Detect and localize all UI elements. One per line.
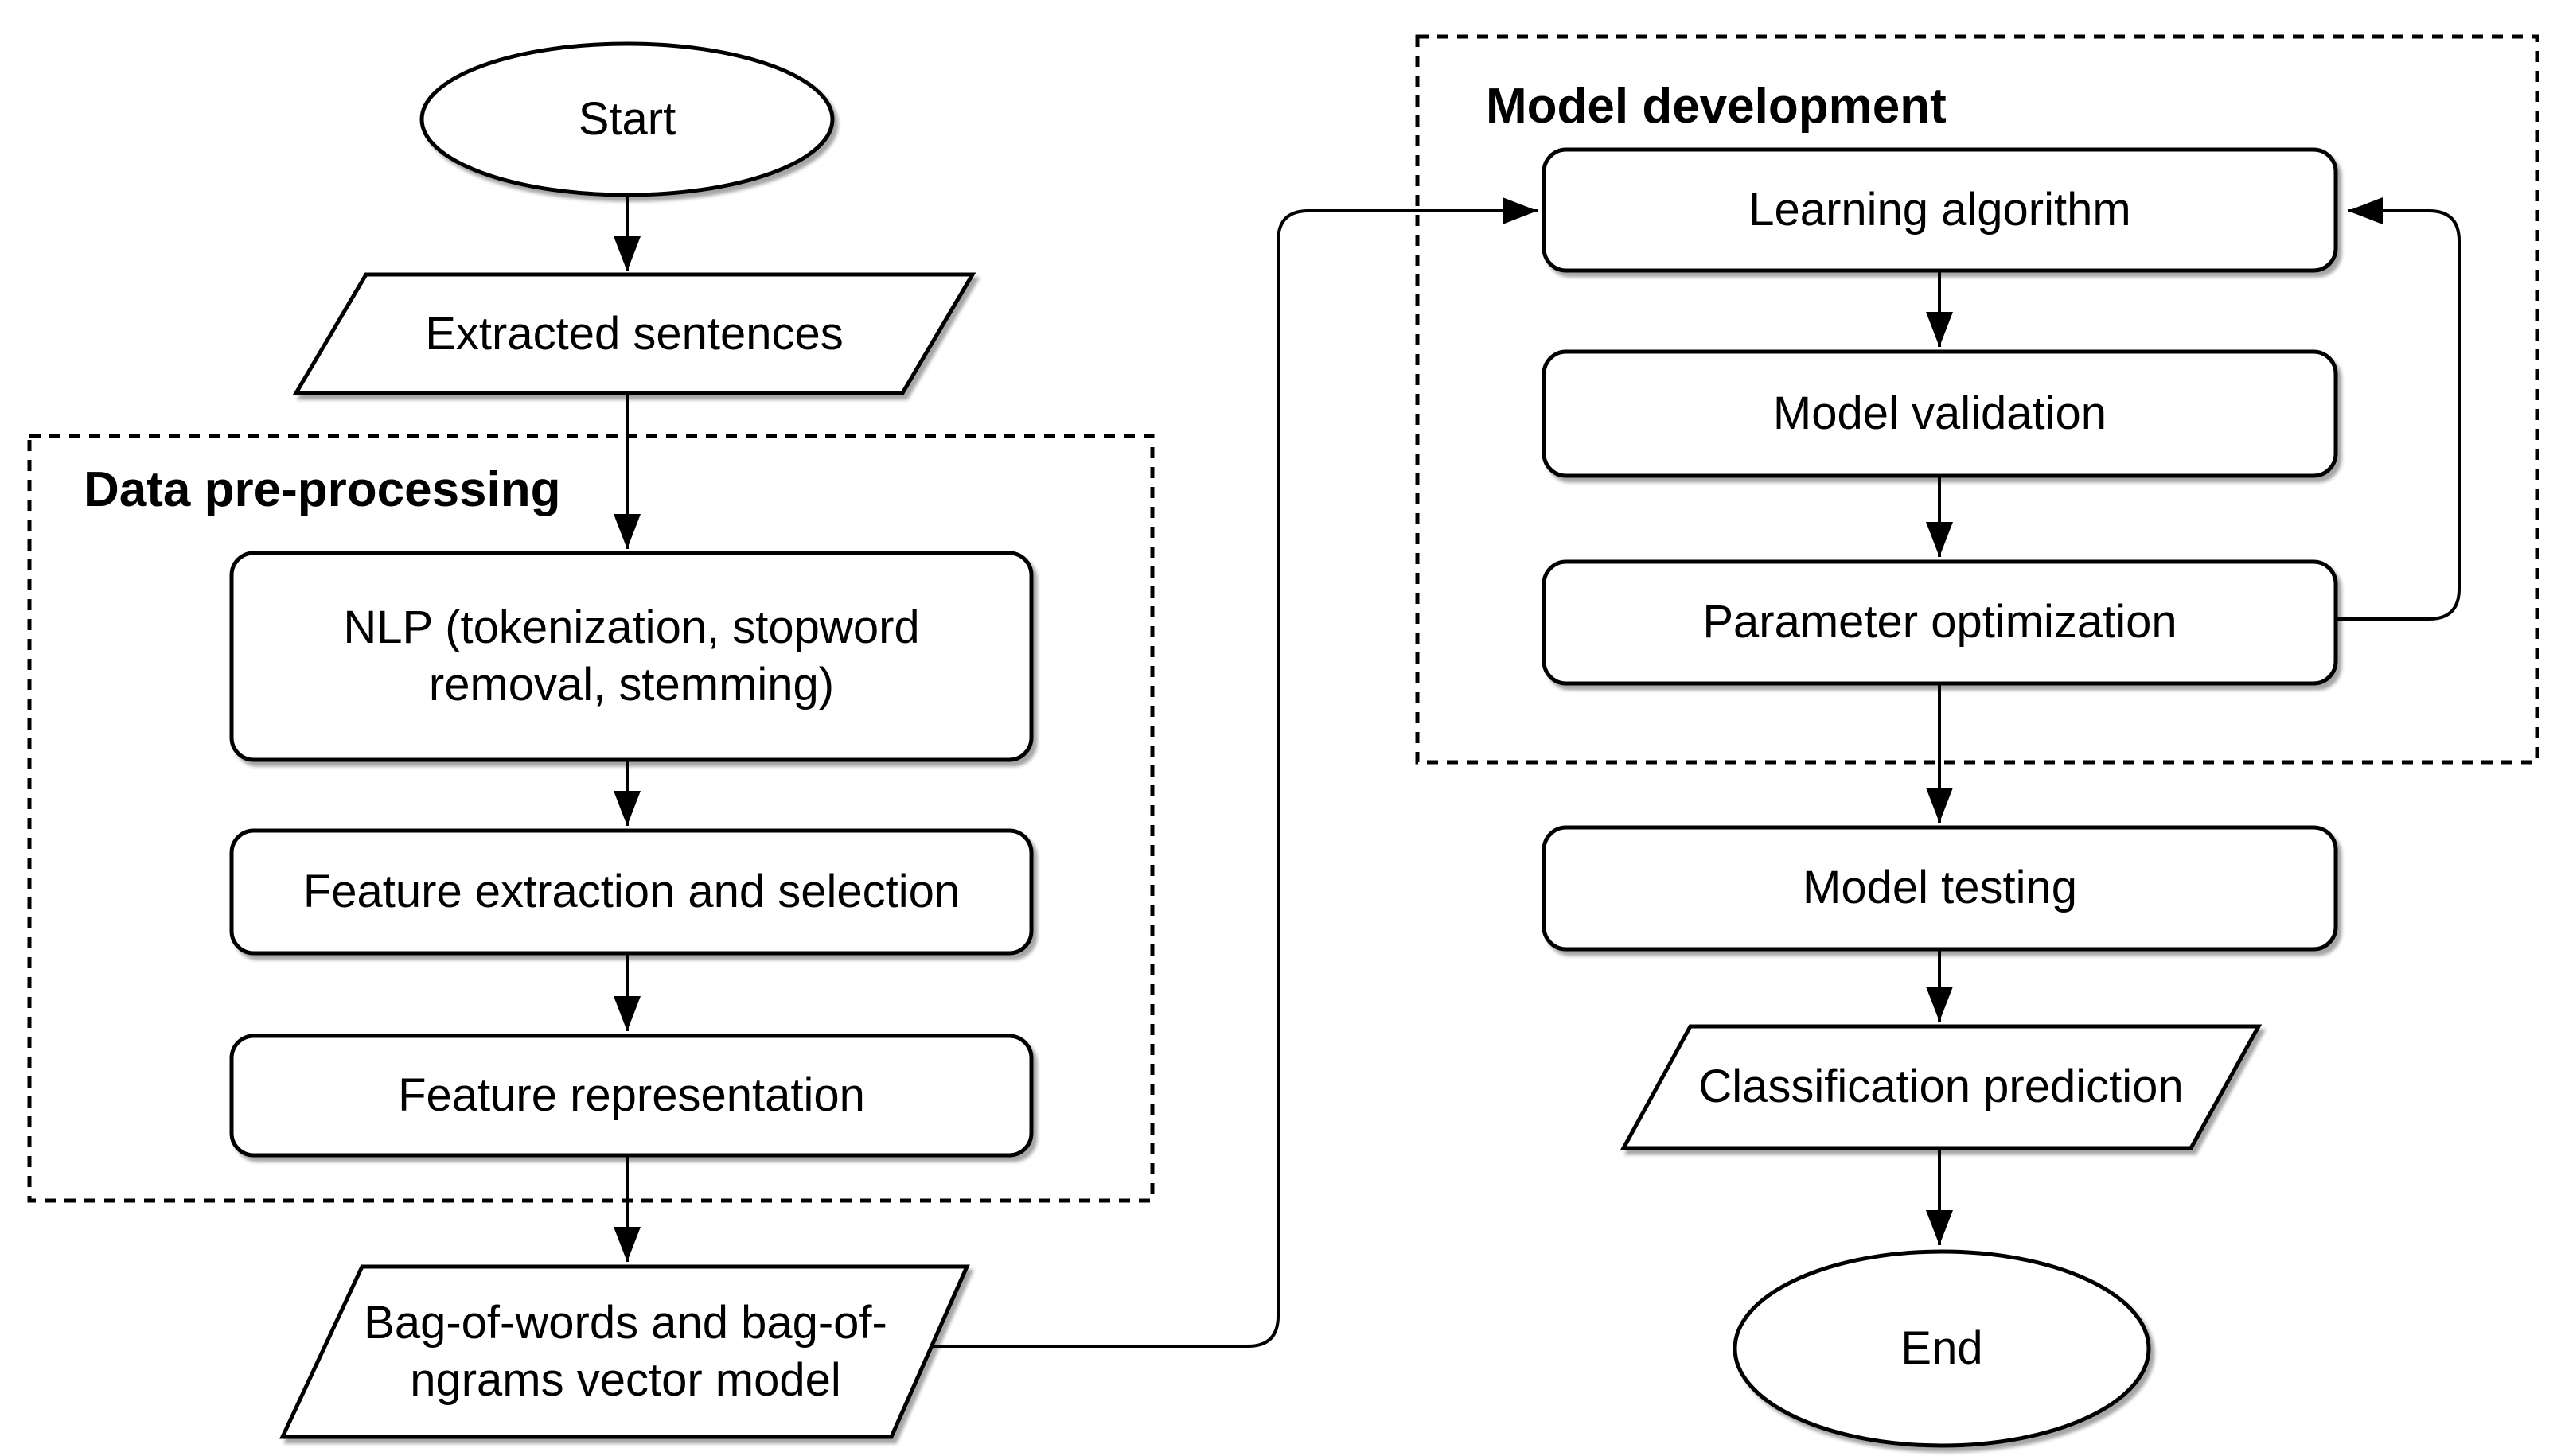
- extracted-sentences-parallelogram: [292, 272, 976, 395]
- feature-extraction-process-shape: [229, 828, 1034, 956]
- parameter-optimization-label: Parameter optimization: [1702, 596, 2177, 648]
- model-development-group-label: Model development: [1486, 79, 1947, 134]
- data-preprocessing-group-label: Data pre-processing: [84, 462, 561, 517]
- feature-representation-label: Feature representation: [398, 1069, 865, 1121]
- end-label: End: [1900, 1322, 1983, 1374]
- model-testing-label: Model testing: [1803, 862, 2077, 914]
- bag-of-words-label: Bag-of-words and bag-of- ngrams vector m…: [364, 1296, 887, 1407]
- model-validation-label: Model validation: [1772, 387, 2107, 439]
- connector-bagofwords-to-learning: [930, 197, 1538, 1348]
- extracted-sentences-label: Extracted sentences: [425, 307, 844, 360]
- feature-extraction-label: Feature extraction and selection: [302, 865, 961, 917]
- end-terminator-shape: [1733, 1249, 2151, 1448]
- start-label: Start: [578, 92, 676, 145]
- nlp-label: NLP (tokenization, stopword removal, ste…: [343, 601, 920, 711]
- nlp-process-shape: [229, 551, 1034, 762]
- feedback-arrow-optimization-to-learning: [2337, 197, 2461, 621]
- learning-algorithm-process-shape: [1542, 147, 2338, 273]
- start-terminator-shape: [419, 41, 835, 197]
- classification-prediction-label: Classification prediction: [1698, 1061, 2184, 1113]
- classification-prediction-parallelogram: [1620, 1024, 2263, 1150]
- feature-representation-process-shape: [229, 1034, 1034, 1158]
- bag-of-words-parallelogram: [279, 1264, 970, 1439]
- learning-algorithm-label: Learning algorithm: [1748, 183, 2131, 236]
- parameter-optimization-process-shape: [1542, 559, 2338, 686]
- model-validation-process-shape: [1542, 349, 2338, 478]
- group-box-data-preprocessing: [27, 434, 1155, 1203]
- model-testing-process-shape: [1542, 825, 2338, 952]
- group-box-model-development: [1415, 34, 2539, 765]
